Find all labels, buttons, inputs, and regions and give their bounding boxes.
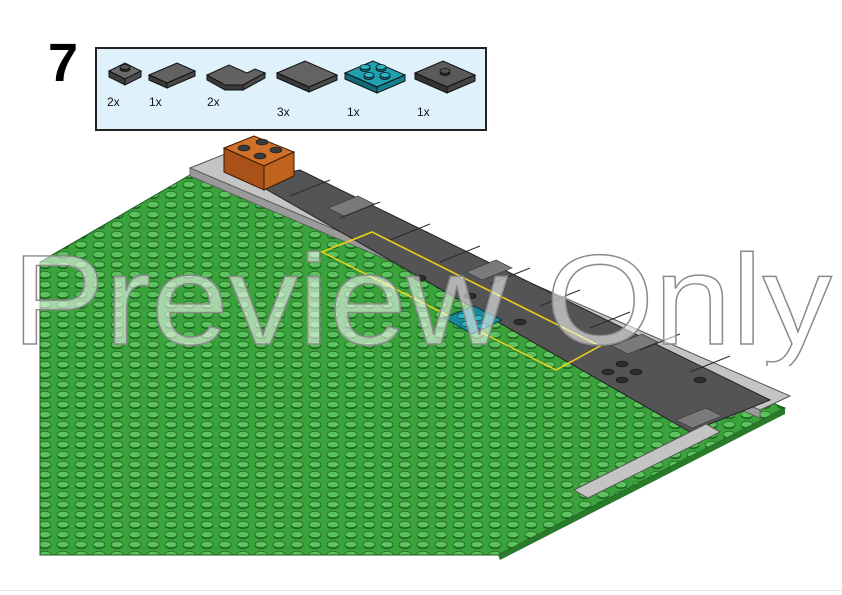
road-studs bbox=[413, 274, 707, 384]
step-number: 7 bbox=[48, 33, 79, 93]
part-qty: 2x bbox=[107, 95, 120, 109]
teal-plate bbox=[442, 305, 504, 335]
part-qty: 1x bbox=[417, 105, 430, 119]
part-plate-1x1-icon bbox=[105, 55, 145, 96]
parts-callout: 2x 1x 2x 3x bbox=[95, 47, 487, 131]
page-bottom-rule bbox=[0, 590, 842, 591]
part-tile-2x2-icon bbox=[275, 55, 339, 100]
drain-grates bbox=[327, 195, 723, 429]
curb-piece bbox=[572, 423, 722, 499]
part-qty: 1x bbox=[149, 95, 162, 109]
baseplate-edge bbox=[498, 408, 785, 560]
part-qty: 3x bbox=[277, 105, 290, 119]
part-tile-corner-icon bbox=[203, 55, 267, 100]
part-plate-2x2-teal-icon bbox=[343, 55, 407, 100]
road-tiles bbox=[289, 179, 731, 373]
part-qty: 2x bbox=[207, 95, 220, 109]
part-tile-1x2-icon bbox=[145, 55, 199, 98]
orange-brick bbox=[222, 135, 296, 191]
part-qty: 1x bbox=[347, 105, 360, 119]
part-plate-2x2-jumper-icon bbox=[413, 55, 477, 100]
